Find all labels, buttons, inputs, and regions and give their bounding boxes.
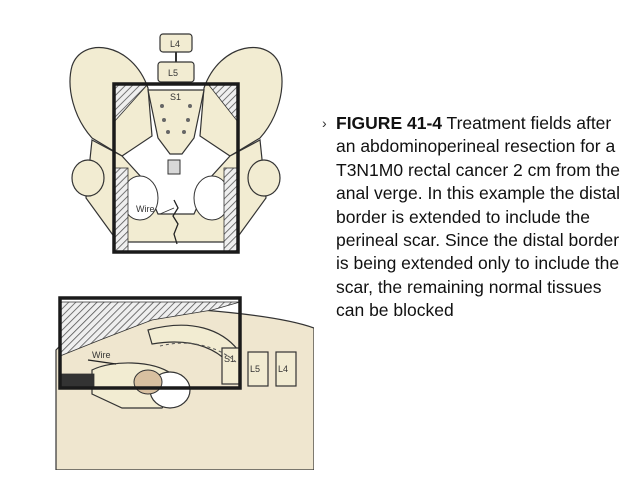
wire-lateral bbox=[87, 359, 117, 365]
pelvis-ap-field-figure: L4 L5 S1 Wire bbox=[69, 33, 283, 254]
figure-caption: › FIGURE 41-4 Treatment fields after an … bbox=[322, 112, 626, 323]
caption-text: Treatment fields after an abdominoperine… bbox=[336, 113, 621, 321]
perineal-scar-wire bbox=[172, 199, 179, 245]
label-s1: S1 bbox=[170, 92, 181, 102]
label-wire-lateral: Wire bbox=[92, 350, 111, 360]
bullet-icon: › bbox=[322, 115, 327, 131]
field-block-lower bbox=[59, 373, 95, 389]
caption-label: FIGURE 41-4 bbox=[336, 113, 442, 133]
label-l5: L5 bbox=[168, 68, 178, 78]
right-iliac-wing bbox=[199, 46, 283, 157]
coccyx bbox=[167, 159, 181, 175]
label-s1-lateral: S1 bbox=[224, 354, 235, 364]
treatment-field-border-lateral bbox=[58, 296, 242, 390]
field-block-lower-right bbox=[223, 167, 239, 253]
left-femoral-head bbox=[71, 159, 105, 197]
label-l4: L4 bbox=[170, 39, 180, 49]
right-femoral-head bbox=[247, 159, 281, 197]
label-wire: Wire bbox=[136, 204, 155, 214]
vertebra-l5-lateral bbox=[247, 351, 269, 387]
left-iliac-wing bbox=[69, 46, 153, 157]
vertebra-l4-lateral bbox=[275, 351, 297, 387]
treatment-field-border bbox=[112, 82, 240, 254]
label-l4-lateral: L4 bbox=[278, 364, 288, 374]
pelvis-lateral-field-figure: Wire S1 L5 L4 bbox=[55, 296, 314, 470]
label-l5-lateral: L5 bbox=[250, 364, 260, 374]
sacral-curve bbox=[159, 342, 237, 363]
pelvic-organ bbox=[133, 369, 163, 395]
field-block-lower-left bbox=[113, 167, 129, 253]
